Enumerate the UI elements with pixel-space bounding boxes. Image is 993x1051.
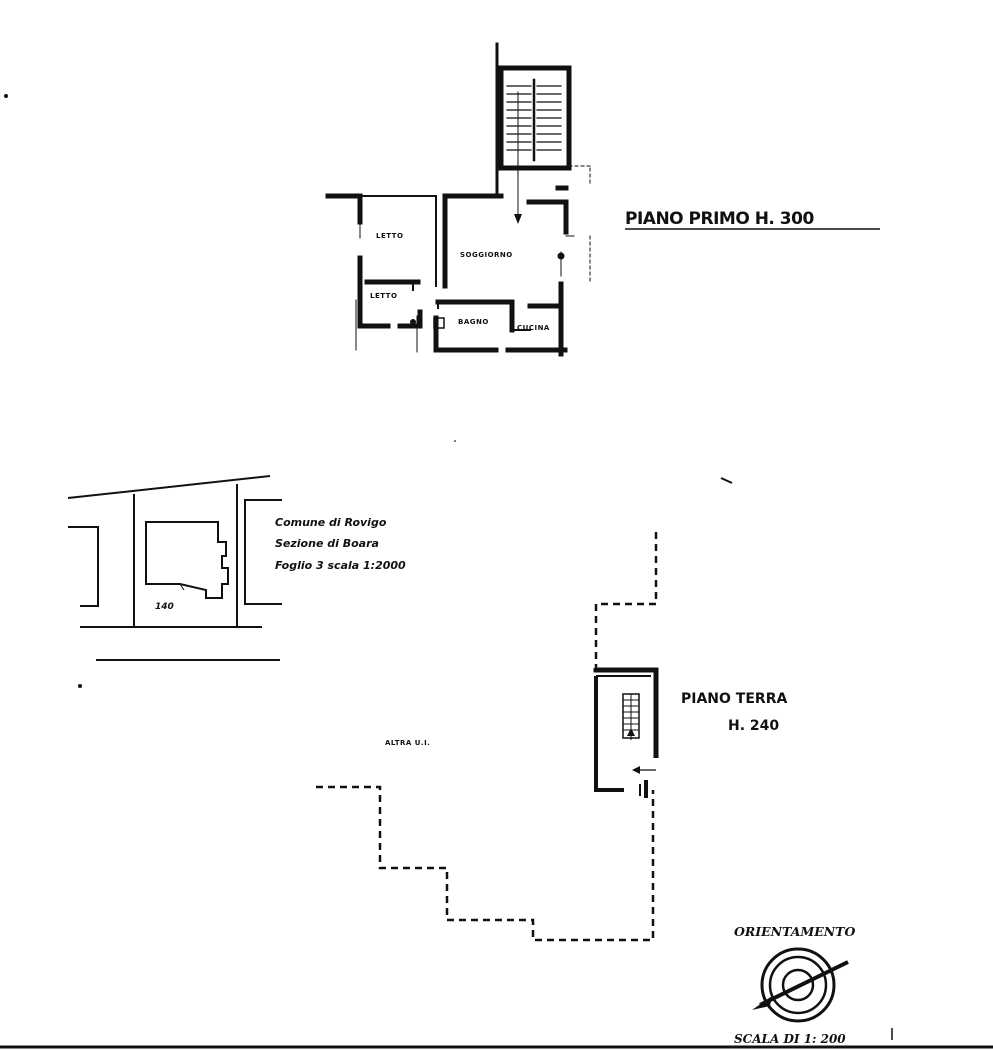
stray-mark bbox=[4, 94, 8, 98]
stray-dot bbox=[454, 440, 456, 442]
other-unit-label: ALTRA U.I. bbox=[385, 739, 430, 747]
stray-tick bbox=[720, 477, 733, 484]
room-label-letto-1: LETTO bbox=[376, 232, 403, 240]
ground-floor-plan bbox=[316, 532, 659, 942]
cadastral-map bbox=[67, 475, 282, 688]
room-label-soggiorno: SOGGIORNO bbox=[460, 251, 513, 259]
ground-floor-title-line-1: PIANO TERRA bbox=[681, 691, 787, 707]
scale-label: SCALA DI 1: 200 bbox=[734, 1032, 846, 1046]
room-label-cucina: CUCINA bbox=[517, 324, 550, 332]
ground-floor-title-line-2: H. 240 bbox=[728, 718, 779, 734]
first-floor-title: PIANO PRIMO H. 300 bbox=[625, 209, 814, 229]
parcel-number: 140 bbox=[155, 602, 174, 612]
cadastral-line-2: Sezione di Boara bbox=[275, 537, 379, 550]
cadastral-line-3: Foglio 3 scala 1:2000 bbox=[275, 559, 406, 572]
first-floor-plan bbox=[325, 42, 591, 357]
orientation-label: ORIENTAMENTO bbox=[734, 924, 855, 939]
north-arrow-icon bbox=[752, 947, 849, 1023]
room-label-letto-2: LETTO bbox=[370, 292, 397, 300]
room-label-bagno: BAGNO bbox=[458, 318, 489, 326]
cadastral-line-1: Comune di Rovigo bbox=[275, 516, 387, 529]
